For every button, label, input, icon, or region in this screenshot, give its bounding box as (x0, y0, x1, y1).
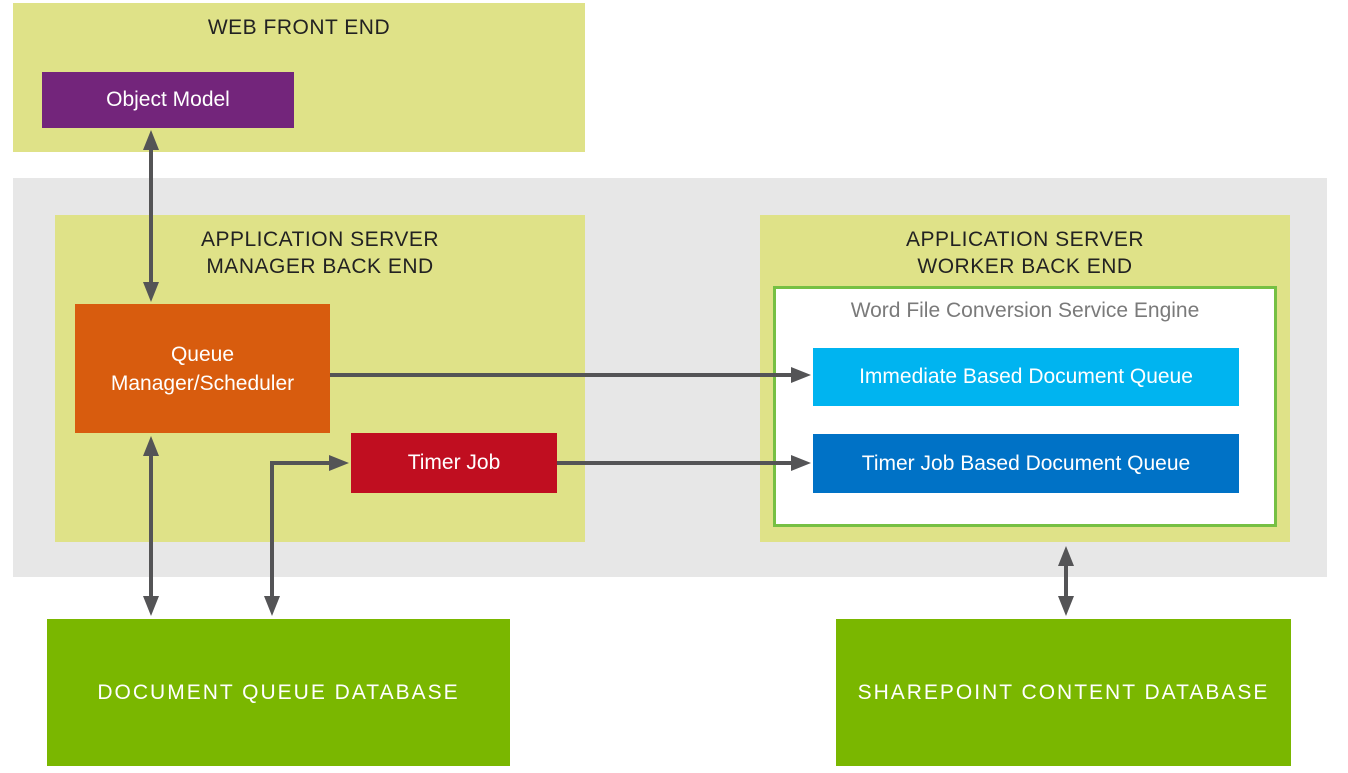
queue-manager-scheduler-box: Queue Manager/Scheduler (75, 304, 330, 433)
timer-job-based-document-queue-box: Timer Job Based Document Queue (813, 434, 1239, 493)
object-model-label: Object Model (106, 88, 230, 111)
manager-back-end-panel: APPLICATION SERVER MANAGER BACK END Queu… (55, 215, 585, 542)
sharepoint-content-database-box: SHAREPOINT CONTENT DATABASE (836, 619, 1291, 766)
timer-queue-label: Timer Job Based Document Queue (861, 451, 1191, 475)
conversion-engine-title: Word File Conversion Service Engine (850, 299, 1200, 322)
timer-job-box: Timer Job (351, 433, 557, 493)
object-model-box: Object Model (42, 72, 294, 128)
manager-back-end-title: APPLICATION SERVER MANAGER BACK END (200, 228, 440, 278)
sharepoint-content-database-label: SHAREPOINT CONTENT DATABASE (857, 680, 1270, 704)
document-queue-database-box: DOCUMENT QUEUE DATABASE (47, 619, 510, 766)
immediate-based-document-queue-box: Immediate Based Document Queue (813, 348, 1239, 406)
web-front-end-title: WEB FRONT END (207, 16, 391, 39)
document-queue-database-label: DOCUMENT QUEUE DATABASE (97, 680, 460, 704)
worker-back-end-panel: APPLICATION SERVER WORKER BACK END Word … (760, 215, 1290, 542)
immediate-queue-label: Immediate Based Document Queue (859, 365, 1193, 388)
worker-back-end-title: APPLICATION SERVER WORKER BACK END (905, 228, 1145, 278)
timer-job-label: Timer Job (407, 451, 501, 474)
word-file-conversion-service-engine-box: Word File Conversion Service Engine Imme… (773, 286, 1277, 527)
web-front-end-panel: WEB FRONT END Object Model (13, 3, 585, 152)
